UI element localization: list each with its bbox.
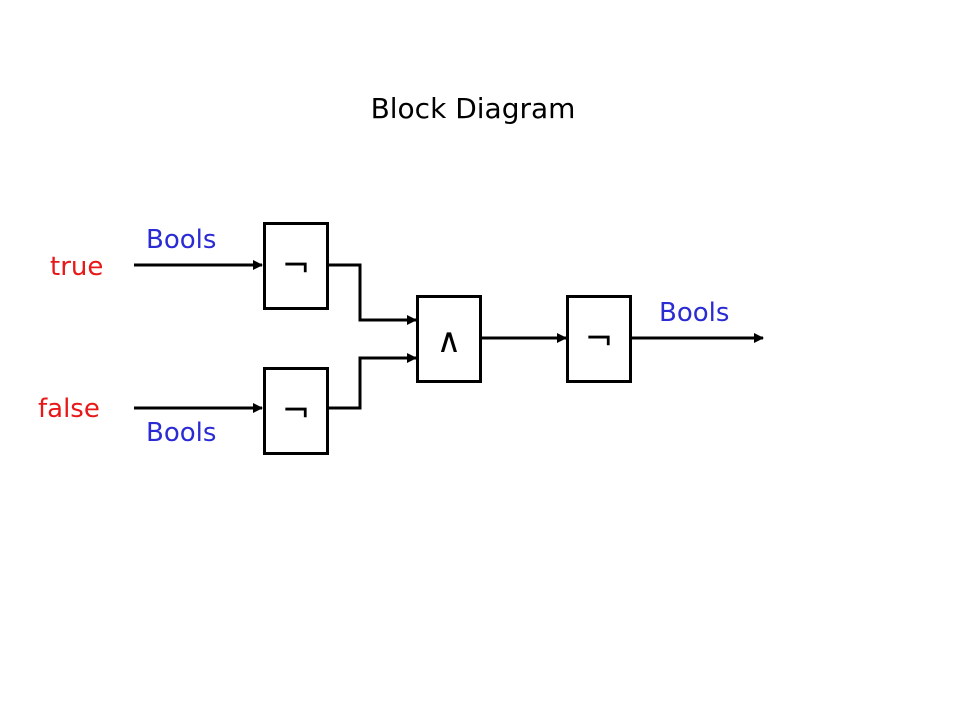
not-symbol: ¬ — [281, 246, 311, 286]
not-block-bottom: ¬ — [263, 367, 329, 455]
and-block: ∧ — [416, 295, 482, 383]
not-block-output: ¬ — [566, 295, 632, 383]
input-type-label-top: Bools — [146, 225, 217, 255]
not-symbol: ¬ — [584, 319, 614, 359]
wire-not-bottom-to-and — [329, 353, 417, 410]
and-symbol: ∧ — [436, 321, 462, 361]
wire-not-top-to-and — [329, 263, 417, 325]
not-block-top: ¬ — [263, 222, 329, 310]
not-symbol: ¬ — [281, 391, 311, 431]
input-value-true: true — [50, 252, 104, 282]
input-type-label-bottom: Bools — [146, 418, 217, 448]
diagram-title: Block Diagram — [370, 92, 576, 125]
output-type-label: Bools — [659, 298, 730, 328]
input-value-false: false — [38, 394, 100, 424]
